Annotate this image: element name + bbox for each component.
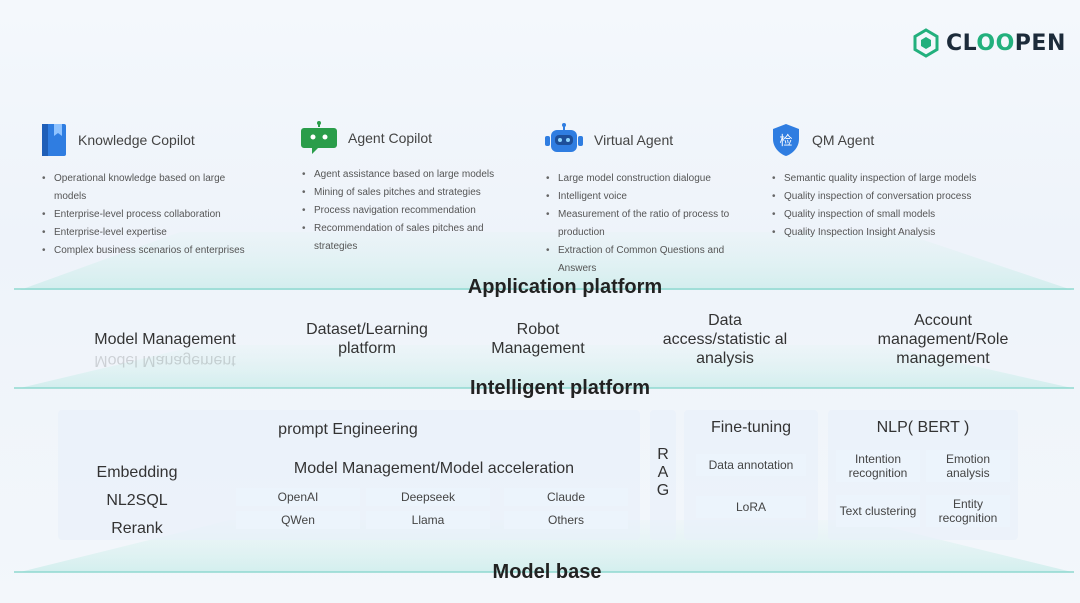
model-cell-claude: Claude: [504, 488, 628, 506]
card-item: Mining of sales pitches and strategies: [302, 184, 515, 202]
card-item: Agent assistance based on large models: [302, 166, 515, 184]
card-item: Enterprise-level process collaboration: [42, 206, 255, 224]
card-item: Complex business scenarios of enterprise…: [42, 242, 255, 260]
finetune-title: Fine-tuning: [710, 419, 792, 436]
left-item-nl2sql: NL2SQL: [106, 492, 168, 509]
intelligent-plane: [20, 345, 1072, 388]
prompt-engineering-label: prompt Engineering: [278, 421, 418, 438]
shield-icon: 检: [773, 124, 799, 156]
model-cell-others: Others: [504, 511, 628, 529]
card-title: Virtual Agent: [594, 132, 674, 148]
model-cell-llama: Llama: [366, 511, 490, 529]
nlp-title: NLP( BERT ): [876, 419, 970, 436]
left-item-rerank: Rerank: [111, 520, 163, 537]
card-title: Agent Copilot: [348, 130, 433, 146]
card-item: Quality inspection of small models: [772, 206, 985, 224]
card-item: Measurement of the ratio of process to p…: [546, 206, 759, 242]
layer-title-model-base: Model base: [492, 561, 602, 583]
model-mgmt-acceleration-label: Model Management/Model acceleration: [293, 460, 575, 477]
model-cell-qwen: QWen: [236, 511, 360, 529]
card-agent-copilot: Agent Copilot Agent assistance based on …: [300, 118, 515, 256]
left-item-embedding: Embedding: [96, 464, 178, 481]
intelligent-item-data-access: Data access/statistic al analysis: [662, 312, 788, 367]
layer-title-intelligent: Intelligent platform: [470, 377, 650, 399]
shield-icon-char: 检: [779, 134, 792, 149]
card-title: QM Agent: [812, 132, 875, 148]
card-item: Quality Inspection Insight Analysis: [772, 224, 985, 242]
card-title: Knowledge Copilot: [78, 132, 195, 148]
card-virtual-agent: Virtual Agent Large model construction d…: [544, 120, 759, 278]
rag-label: R A G: [656, 446, 670, 499]
book-icon: [42, 124, 66, 156]
intelligent-item-robot-management: Robot Management: [491, 321, 585, 357]
card-item: Process navigation recommendation: [302, 202, 515, 220]
robot-chat-icon: [301, 121, 337, 154]
model-cell-deepseek: Deepseek: [366, 488, 490, 506]
nlp-item-entity-recognition: Entity recognition: [926, 495, 1010, 527]
card-item: Large model construction dialogue: [546, 170, 759, 188]
application-plane: [20, 232, 1072, 290]
card-item: Quality inspection of conversation proce…: [772, 188, 985, 206]
intelligent-item-account-management: Account management/Role management: [877, 312, 1009, 367]
card-item: Semantic quality inspection of large mod…: [772, 170, 985, 188]
finetune-item-data-annotation: Data annotation: [696, 454, 806, 476]
layer-title-application: Application platform: [467, 276, 663, 298]
card-item: Intelligent voice: [546, 188, 759, 206]
brand-logo: CLOOPEN: [912, 28, 1066, 58]
robot-head-icon: [545, 123, 583, 152]
rag-panel: [650, 410, 676, 540]
model-base-left-list: Embedding NL2SQL Rerank: [70, 459, 204, 543]
intelligent-item-dataset: Dataset/Learning platform: [306, 321, 428, 357]
nlp-item-intention-recognition: Intention recognition: [836, 450, 920, 482]
intelligent-item-model-management: Model Management Model Management: [94, 331, 236, 369]
card-qm-agent: 检 QM Agent Semantic quality inspection o…: [770, 120, 985, 242]
nlp-item-text-clustering: Text clustering: [836, 495, 920, 527]
model-cell-openai: OpenAI: [236, 488, 360, 506]
nlp-item-emotion-analysis: Emotion analysis: [926, 450, 1010, 482]
finetune-item-lora: LoRA: [696, 496, 806, 518]
brand-name: CLOOPEN: [946, 30, 1066, 56]
card-item: Extraction of Common Questions and Answe…: [546, 242, 759, 278]
card-item: Recommendation of sales pitches and stra…: [302, 220, 515, 256]
hexagon-logo-icon: [913, 28, 939, 58]
card-item: Operational knowledge based on large mod…: [42, 170, 255, 206]
card-item: Enterprise-level expertise: [42, 224, 255, 242]
card-knowledge-copilot: Knowledge Copilot Operational knowledge …: [40, 120, 255, 260]
